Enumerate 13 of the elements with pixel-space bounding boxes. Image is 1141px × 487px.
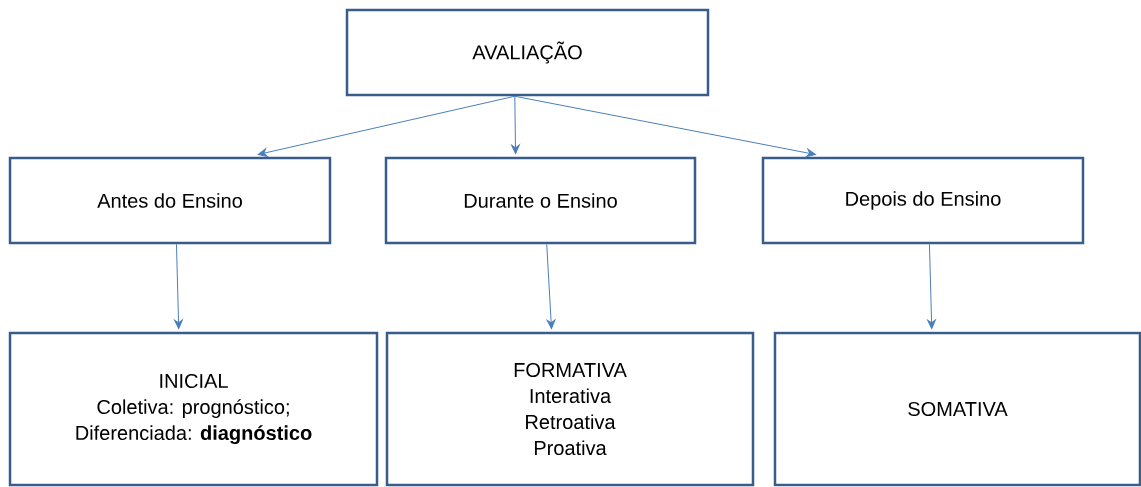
arrow [257,95,516,157]
arrow [511,95,520,155]
arrow [927,243,936,330]
arrow [174,243,183,330]
process-box: INICIAL Coletiva: prognóstico; Diferenciada: diagnóstico [8,331,379,487]
process-box: Antes do Ensino [8,156,332,245]
process-box: FORMATIVA Interativa Retroativa Proativa [385,331,755,487]
arrow [514,95,816,158]
process-box: SOMATIVA [773,331,1141,487]
process-box: Depois do Ensino [761,156,1085,245]
process-box: AVALIAÇÃO [345,8,710,97]
process-box: Durante o Ensino [384,156,697,245]
arrow [546,243,556,330]
